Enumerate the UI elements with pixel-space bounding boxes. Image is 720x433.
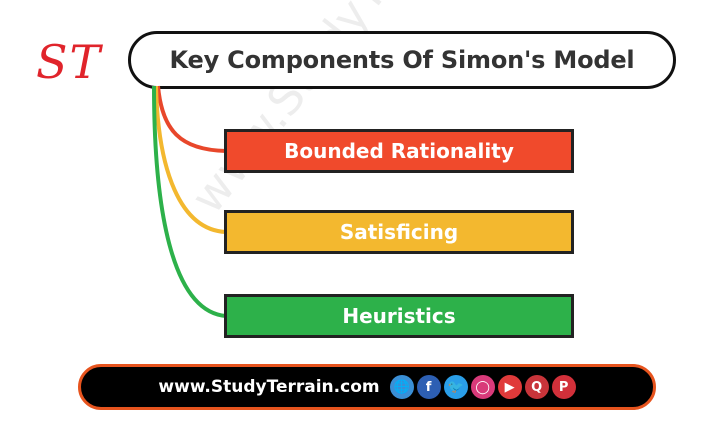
quora-icon[interactable]: Q — [524, 375, 549, 399]
component-satisficing: Satisficing — [224, 210, 574, 254]
component-label: Bounded Rationality — [284, 139, 514, 163]
footer-bar: www.StudyTerrain.com 🌐 f 🐦 ◯ ▶ Q P — [78, 364, 656, 410]
logo-text: ST — [36, 35, 104, 86]
twitter-icon[interactable]: 🐦 — [443, 375, 468, 399]
instagram-icon[interactable]: ◯ — [470, 375, 495, 399]
pinterest-icon[interactable]: P — [551, 375, 576, 399]
connector-heuristics — [152, 85, 227, 318]
diagram-title: Key Components Of Simon's Model — [169, 46, 635, 74]
connector-satisficing — [154, 85, 227, 234]
connector-bounded-rationality — [156, 85, 227, 153]
social-icons: 🌐 f 🐦 ◯ ▶ Q P — [389, 375, 576, 399]
website-link[interactable]: www.StudyTerrain.com — [158, 377, 380, 397]
component-label: Satisficing — [339, 220, 459, 244]
component-heuristics: Heuristics — [224, 294, 574, 338]
logo: ST — [36, 35, 104, 86]
component-label: Heuristics — [342, 304, 456, 328]
globe-icon[interactable]: 🌐 — [389, 375, 414, 399]
youtube-icon[interactable]: ▶ — [497, 375, 522, 399]
facebook-icon[interactable]: f — [416, 375, 441, 399]
component-bounded-rationality: Bounded Rationality — [224, 129, 574, 173]
title-pill: Key Components Of Simon's Model — [128, 31, 676, 89]
